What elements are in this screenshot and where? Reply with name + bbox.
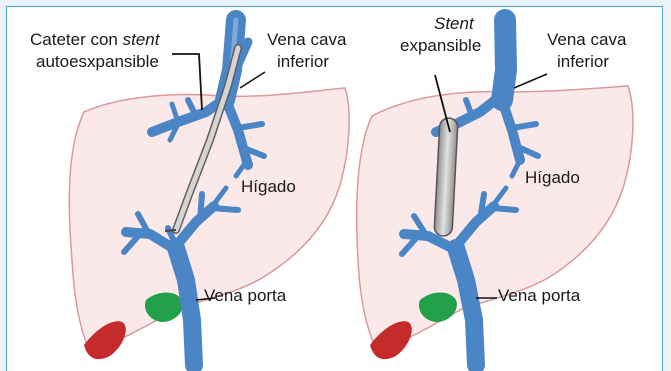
- ivc-label-left-line2: inferior: [277, 52, 329, 71]
- ivc-label-right-line2: inferior: [557, 52, 609, 71]
- ivc-leader-line-right: [514, 74, 547, 88]
- stent-label-line1: Stent: [434, 14, 475, 33]
- catheter-label-line2: autoesxpansible: [36, 52, 159, 71]
- ivc-leader-line-left: [240, 72, 265, 88]
- right-panel: Stent expansible Vena cava inferior Híga…: [357, 14, 633, 365]
- portal-label-left: Vena porta: [204, 286, 287, 305]
- liver-label-left: Hígado: [241, 177, 296, 196]
- ivc-label-right: Vena cava: [547, 30, 627, 49]
- catheter-label: Cateter con stent: [30, 30, 161, 49]
- liver-left: [69, 88, 349, 352]
- liver-right: [357, 86, 633, 352]
- ivc-label-left: Vena cava: [267, 30, 347, 49]
- left-panel: Cateter con stent autoesxpansible Vena c…: [30, 20, 349, 365]
- portal-label-right: Vena porta: [498, 286, 581, 305]
- stent-label-line2: expansible: [400, 36, 481, 55]
- liver-label-right: Hígado: [525, 168, 580, 187]
